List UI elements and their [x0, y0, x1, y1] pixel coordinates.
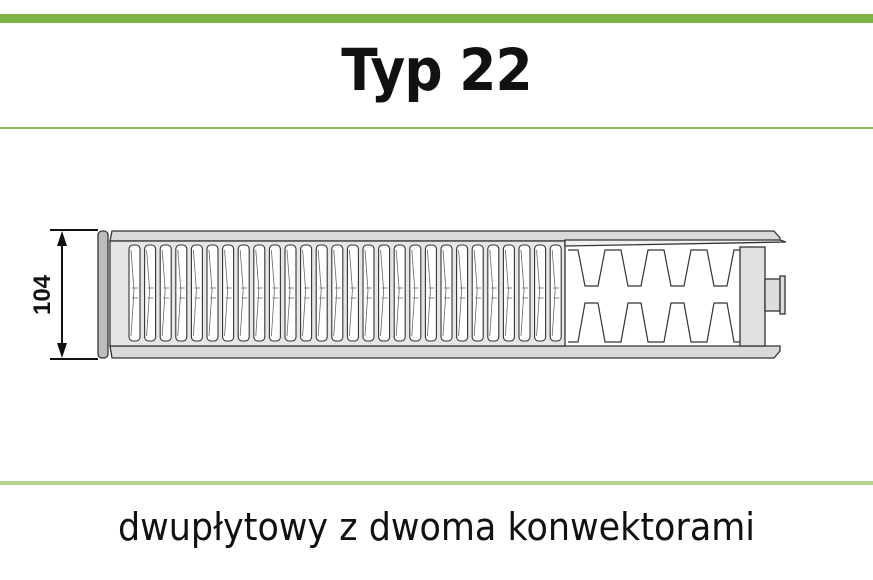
fin [237, 244, 250, 342]
fin-detail [411, 249, 419, 337]
fin [175, 244, 188, 342]
fin [300, 244, 313, 342]
fin [346, 244, 359, 342]
fin [206, 244, 219, 342]
end-cap [97, 230, 109, 359]
fin [253, 244, 266, 342]
fin-detail [161, 249, 170, 337]
fin [331, 244, 344, 342]
front-panel-bottom [109, 345, 781, 359]
fin [424, 244, 437, 342]
fin [440, 244, 453, 342]
fin [534, 244, 547, 342]
fin-detail [255, 249, 263, 337]
fin-detail [286, 249, 294, 337]
fin-detail [130, 249, 138, 337]
height-dimension-label: 104 [29, 274, 56, 315]
page-title: Typ 22 [341, 36, 532, 104]
rear-convector [568, 249, 740, 343]
fin-detail [395, 249, 404, 337]
upper-wave-convector [568, 249, 740, 287]
fin [128, 244, 141, 342]
fin-detail [271, 249, 279, 337]
fin-detail [364, 249, 372, 337]
fin-detail [442, 249, 450, 337]
fin [144, 244, 157, 342]
fin-detail [193, 249, 201, 337]
connection-flange [779, 275, 786, 315]
top-accent-bar [0, 14, 873, 23]
fin-detail [208, 249, 216, 337]
fin-detail [551, 249, 560, 337]
fin [549, 244, 562, 342]
title-divider [0, 127, 873, 129]
fin [502, 244, 515, 342]
fin [487, 244, 500, 342]
fin [518, 244, 531, 342]
fin [409, 244, 422, 342]
caption: dwupłytowy z dwoma konwektorami [117, 505, 756, 549]
fin-detail [536, 249, 544, 337]
fin-detail [224, 249, 232, 337]
fin [393, 244, 406, 342]
fin [222, 244, 235, 342]
fin-detail [333, 249, 341, 337]
fin [315, 244, 328, 342]
fin-detail [473, 249, 482, 337]
fin [378, 244, 391, 342]
fin [284, 244, 297, 342]
fin-detail [317, 249, 326, 337]
connection-pipe [764, 278, 781, 312]
fin-detail [302, 249, 310, 337]
fin-detail [427, 249, 435, 337]
rear-plate-top [564, 239, 787, 247]
fin [471, 244, 484, 342]
fin-detail [505, 249, 513, 337]
fin-detail [458, 249, 466, 337]
fin-detail [349, 249, 357, 337]
lower-wave-convector [568, 302, 740, 343]
convector-fins [128, 244, 562, 342]
water-channel [739, 246, 766, 347]
fin-detail [380, 249, 388, 337]
fin [456, 244, 469, 342]
fin [362, 244, 375, 342]
fin-detail [146, 249, 154, 337]
caption-divider [0, 481, 873, 485]
fin [190, 244, 203, 342]
fin [159, 244, 172, 342]
fin-detail [177, 249, 185, 337]
fin [268, 244, 281, 342]
fin-detail [239, 249, 248, 337]
fin-detail [520, 249, 528, 337]
height-dimension [50, 229, 98, 360]
fin-detail [489, 249, 497, 337]
